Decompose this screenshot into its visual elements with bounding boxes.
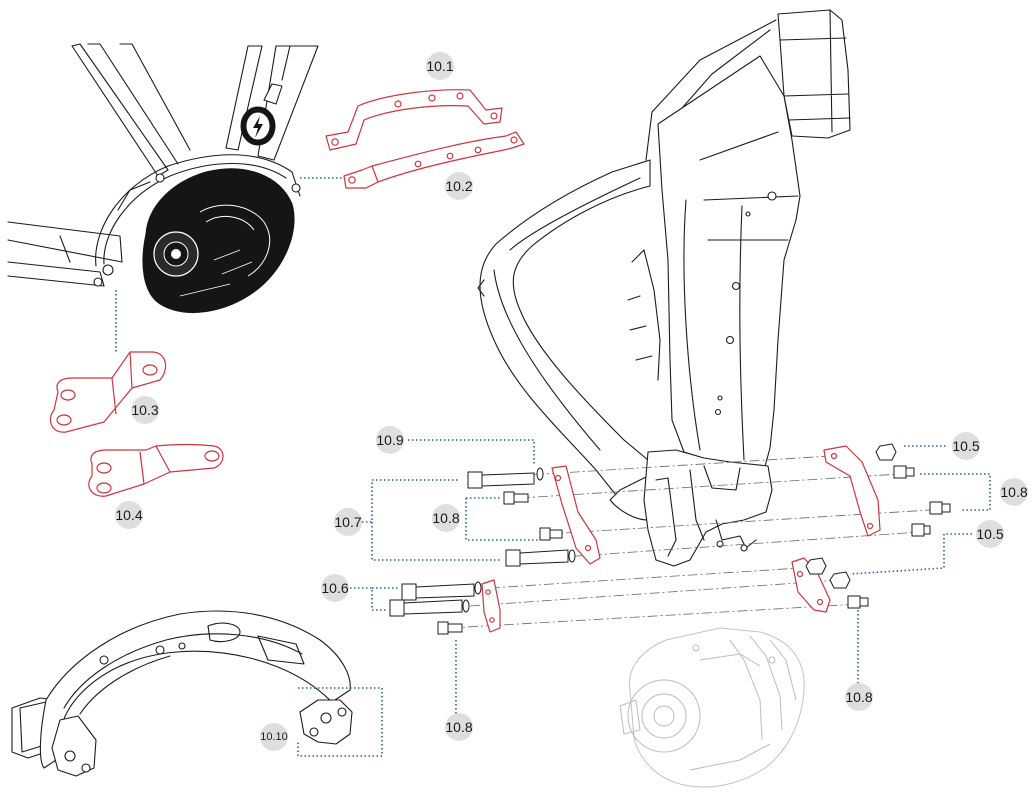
label-10-10: 10.10 xyxy=(260,723,288,751)
svg-text:10.4: 10.4 xyxy=(115,507,142,523)
bolt-long-4 xyxy=(389,599,463,617)
label-10-4: 10.4 xyxy=(115,501,143,529)
frame-motor-detail xyxy=(7,43,319,314)
label-10-5-lower: 10.5 xyxy=(976,520,1004,548)
label-10-2: 10.2 xyxy=(445,172,473,200)
bolt-long-2 xyxy=(505,549,569,567)
svg-text:10.8: 10.8 xyxy=(845,689,872,705)
svg-text:10.3: 10.3 xyxy=(131,402,158,418)
label-10-9: 10.9 xyxy=(376,426,404,454)
frame-main xyxy=(477,9,851,567)
svg-text:10.2: 10.2 xyxy=(445,178,472,194)
part-10-5-bracket-upper xyxy=(823,445,881,537)
bolt-short-2 xyxy=(539,527,563,541)
nut-1 xyxy=(875,443,897,461)
bolt-short-1 xyxy=(503,491,529,505)
washer-2 xyxy=(568,549,576,563)
bolt-short-5 xyxy=(929,501,951,515)
leader-lines xyxy=(350,439,991,716)
part-10-1-bracket xyxy=(325,89,503,151)
part-10-2-bracket xyxy=(343,131,525,189)
washer-1 xyxy=(536,467,544,481)
label-10-8-right: 10.8 xyxy=(1000,478,1028,506)
label-10-8-left: 10.8 xyxy=(432,504,460,532)
bolt-long-1 xyxy=(467,471,535,489)
part-10-5-bracket-lower xyxy=(791,557,831,613)
label-10-7: 10.7 xyxy=(334,508,362,536)
label-10-1: 10.1 xyxy=(426,52,454,80)
svg-text:10.6: 10.6 xyxy=(321,580,348,596)
bolt-short-4 xyxy=(893,465,915,479)
svg-text:10.5: 10.5 xyxy=(976,526,1003,542)
part-10-9-link xyxy=(551,465,601,565)
svg-text:10.1: 10.1 xyxy=(426,58,453,74)
svg-text:10.8: 10.8 xyxy=(1000,484,1027,500)
part-10-6-link xyxy=(481,579,501,633)
washer-3 xyxy=(474,581,482,595)
part-10-4-plate xyxy=(88,443,224,497)
bolt-short-3 xyxy=(437,621,463,635)
part-10-10-shield xyxy=(11,610,353,777)
label-10-6: 10.6 xyxy=(321,574,349,602)
label-10-5-upper: 10.5 xyxy=(952,432,980,460)
detail-box-10-10 xyxy=(297,687,383,757)
svg-text:10.5: 10.5 xyxy=(952,438,979,454)
label-10-8-bottom: 10.8 xyxy=(445,713,473,741)
bolt-short-7 xyxy=(847,595,869,609)
svg-text:10.10: 10.10 xyxy=(260,731,288,743)
svg-text:10.9: 10.9 xyxy=(376,432,403,448)
nut-3 xyxy=(829,571,851,589)
part-10-3-plate xyxy=(49,351,167,433)
nut-2 xyxy=(805,557,827,575)
washer-4 xyxy=(462,599,470,613)
lightning-bolt-icon xyxy=(253,116,263,138)
label-10-8-lower-right: 10.8 xyxy=(845,683,873,711)
label-10-3: 10.3 xyxy=(131,396,159,424)
bolt-long-3 xyxy=(401,583,475,601)
svg-text:10.7: 10.7 xyxy=(334,514,361,530)
drive-unit-ghost xyxy=(619,627,805,788)
svg-text:10.8: 10.8 xyxy=(432,510,459,526)
bolt-short-6 xyxy=(911,523,931,537)
svg-text:10.8: 10.8 xyxy=(445,719,472,735)
